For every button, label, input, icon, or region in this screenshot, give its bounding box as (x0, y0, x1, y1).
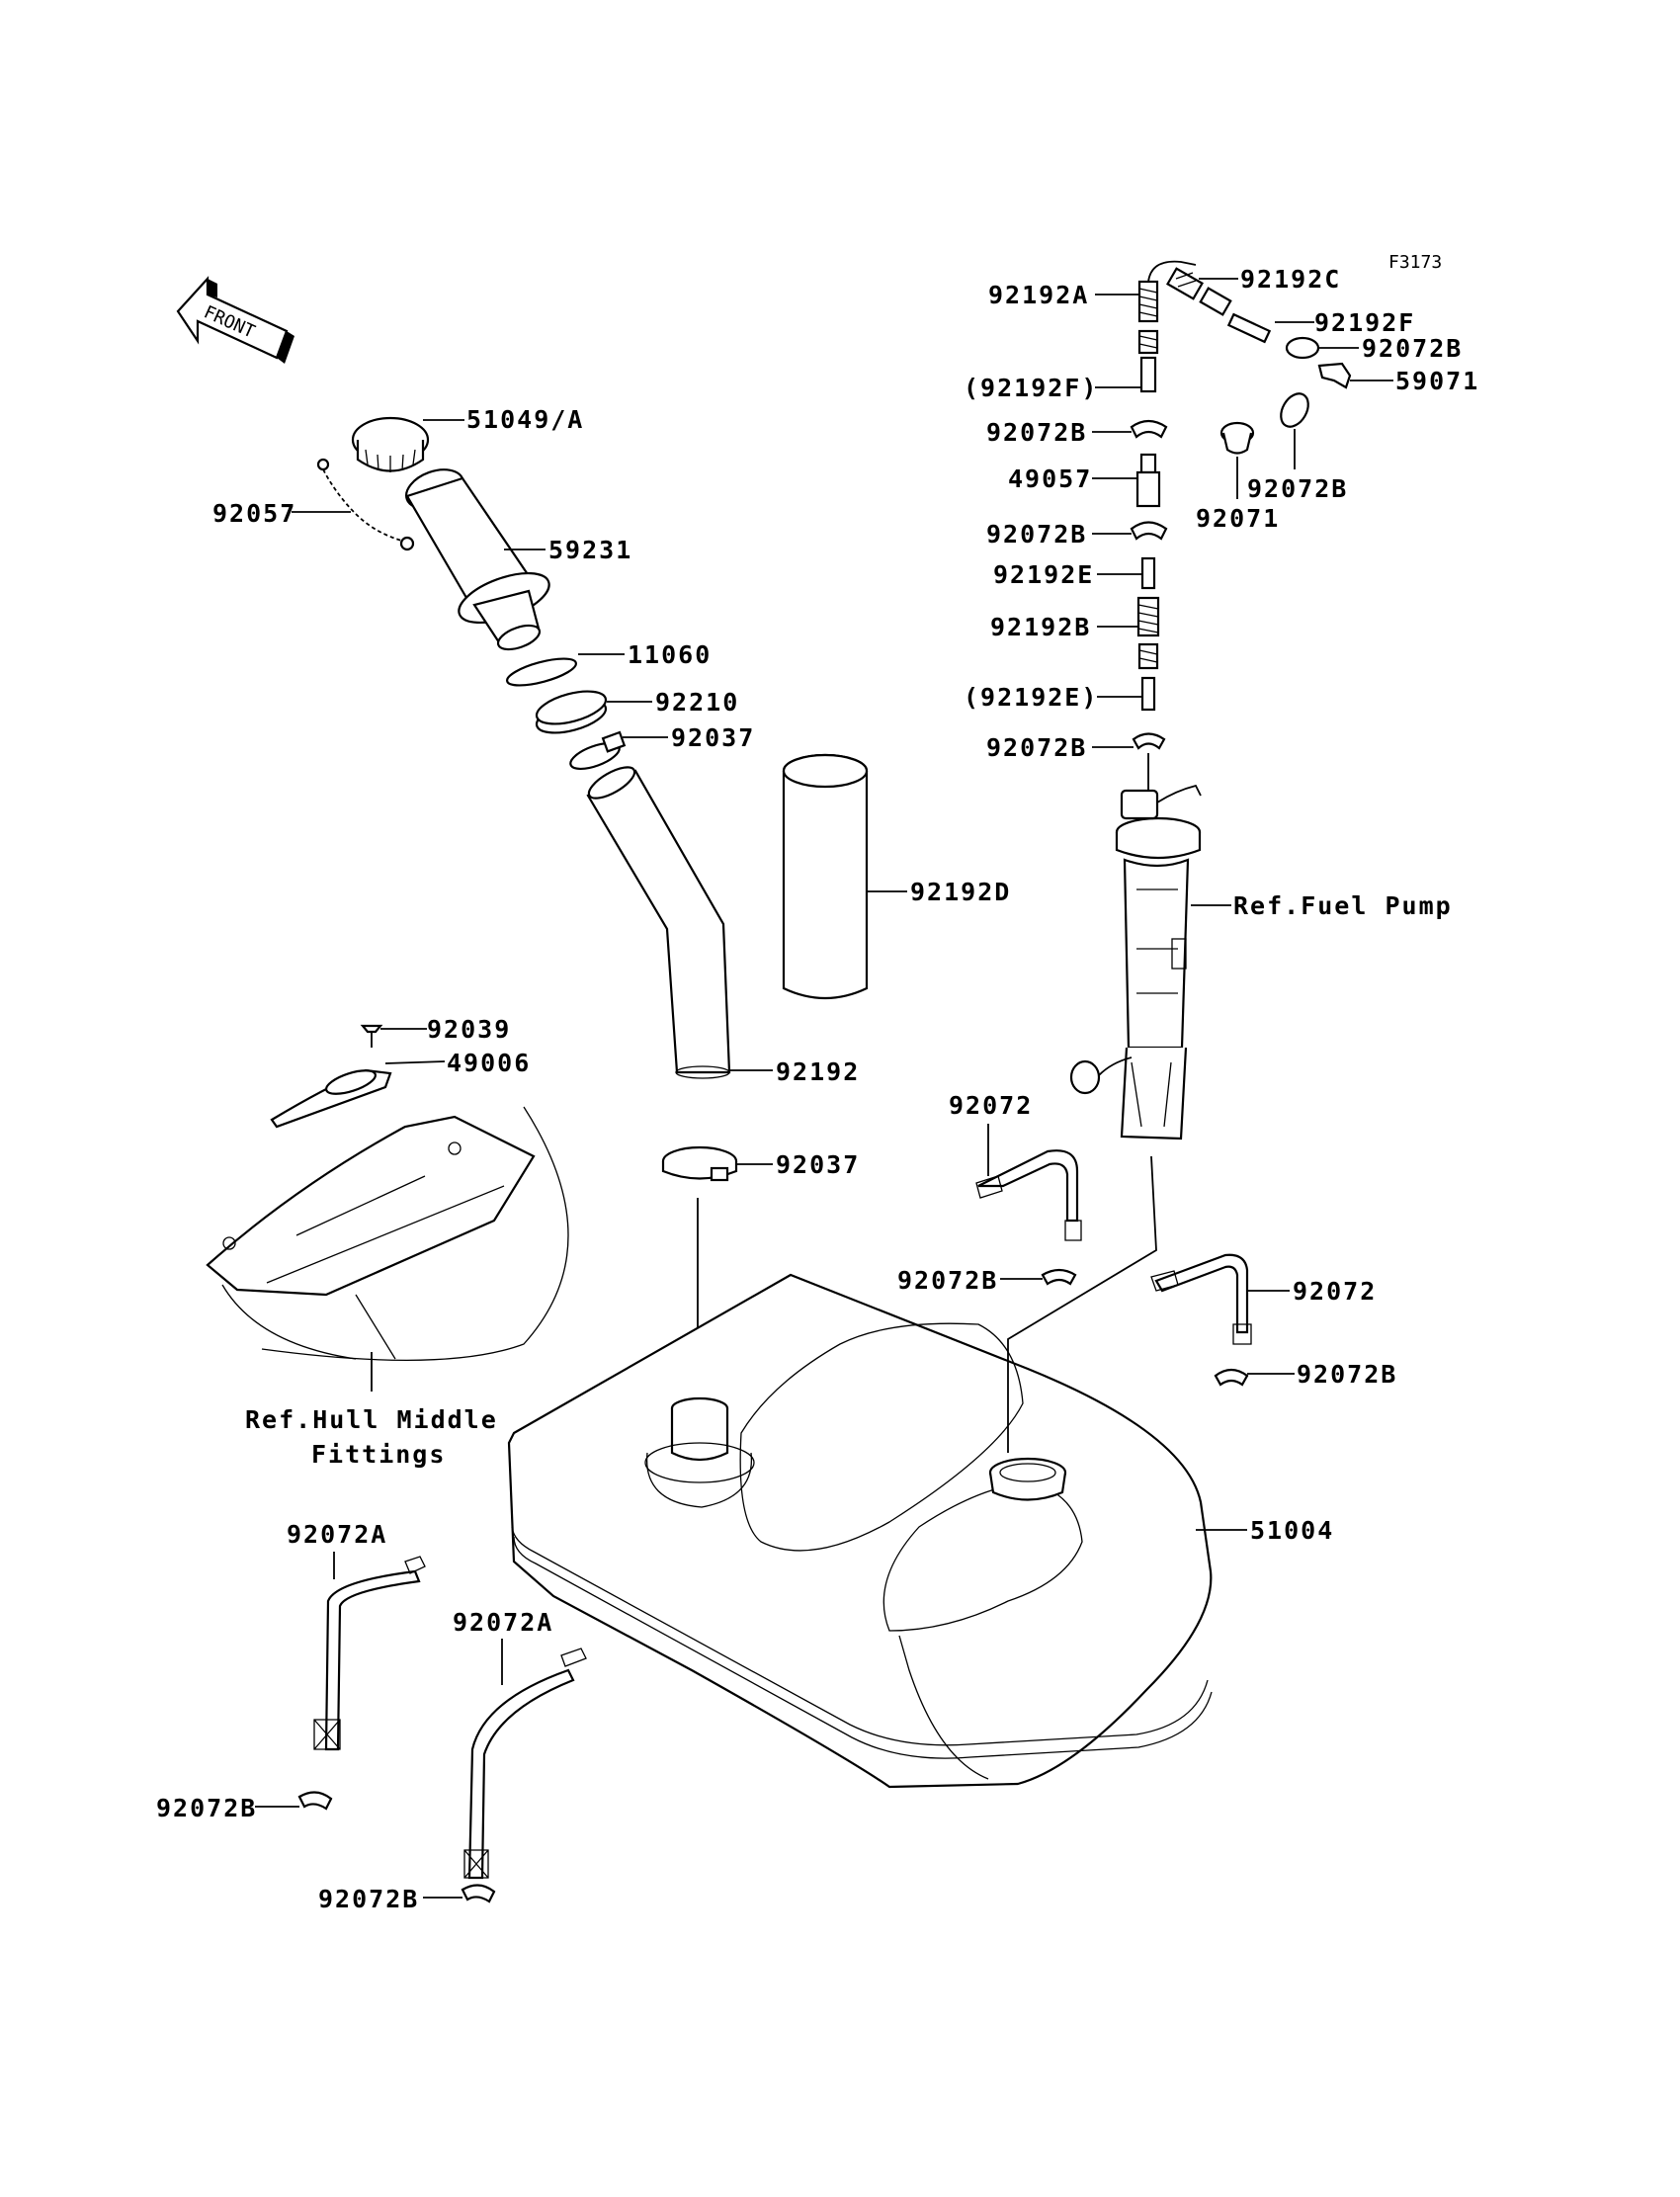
spring-92192A (1137, 260, 1197, 323)
label-59231: 59231 (548, 536, 632, 564)
label-92192E-paren: (92192E) (964, 683, 1098, 712)
label-51004: 51004 (1250, 1516, 1334, 1545)
label-92072-1: 92072 (949, 1091, 1033, 1120)
retaining-nut (535, 690, 608, 734)
label-92072B-r1: 92072B (1362, 334, 1463, 363)
tube-92192E-repeat (1140, 676, 1156, 712)
label-92192d: 92192D (910, 878, 1011, 906)
label-92072B-l1: 92072B (156, 1794, 257, 1822)
hose-clamp-upper (569, 730, 627, 771)
ref-hull-line1: Ref.Hull Middle (245, 1405, 498, 1434)
label-92192C: 92192C (1240, 265, 1341, 294)
label-92037b: 92037 (776, 1150, 860, 1179)
label-92072B-l2: 92072B (318, 1885, 419, 1913)
tube-92192E (1140, 556, 1156, 590)
fuel-cap (351, 416, 430, 472)
fuel-pump (1069, 784, 1202, 1141)
label-92192: 92192 (776, 1057, 860, 1086)
label-92039: 92039 (427, 1015, 511, 1044)
elbow-fitting (1317, 362, 1352, 389)
tank-strap-left-1 (313, 1556, 426, 1751)
filler-hose (586, 766, 731, 1079)
label-92072B-s2: 92072B (986, 520, 1087, 549)
ref-hull-line2: Fittings (311, 1440, 446, 1469)
label-92072A-1: 92072A (287, 1520, 387, 1549)
tether-cord (316, 458, 415, 551)
spring-mid-2 (1137, 642, 1159, 670)
figure-code: F3173 (1388, 252, 1442, 273)
label-92072B-r2: 92072B (1247, 474, 1348, 503)
label-49006: 49006 (447, 1049, 531, 1077)
label-59071: 59071 (1395, 367, 1479, 395)
label-92210: 92210 (655, 688, 739, 717)
label-92071: 92071 (1196, 504, 1280, 533)
label-92072B-s3: 92072B (986, 733, 1087, 762)
gasket-ring (506, 657, 577, 687)
clip-mid (1041, 1268, 1077, 1286)
label-92192E: 92192E (993, 560, 1094, 589)
spring-92192B (1136, 596, 1160, 637)
clip-right-2 (1280, 392, 1309, 428)
leader-49006 (384, 1060, 446, 1064)
label-92037a: 92037 (671, 723, 755, 752)
filler-neck (405, 468, 550, 651)
label-92192B: 92192B (990, 613, 1091, 641)
leader-pump-to-tank (1007, 1155, 1157, 1453)
label-92072A-2: 92072A (453, 1608, 553, 1637)
protective-sleeve (782, 753, 869, 1000)
clip-left-1 (297, 1791, 333, 1811)
label-92192F: 92192F (1314, 308, 1415, 337)
label-11060: 11060 (628, 640, 712, 669)
tank-strap-right (1150, 1253, 1252, 1345)
tube-92192F (1226, 312, 1272, 344)
ref-fuel-pump-label: Ref.Fuel Pump (1233, 891, 1453, 920)
fuel-tank (507, 1273, 1213, 1789)
clip-right-1 (1285, 336, 1320, 360)
label-51049: 51049/A (466, 405, 584, 434)
clip-stack-3 (1132, 732, 1166, 750)
breather-filter (1135, 453, 1161, 508)
hull-fitting-detail (206, 1024, 569, 1361)
spring-mid-1 (1137, 329, 1159, 355)
label-92072B-s1: 92072B (986, 418, 1087, 447)
clip-stack-1 (1130, 419, 1168, 439)
tube-92192F-repeat (1139, 356, 1157, 393)
label-92072B-m: 92072B (897, 1266, 998, 1295)
label-92072-2: 92072 (1293, 1277, 1377, 1306)
tank-strap-mid (975, 1149, 1082, 1241)
label-49057: 49057 (1008, 465, 1092, 493)
tank-strap-left-2 (463, 1648, 587, 1880)
label-92072B-r3: 92072B (1297, 1360, 1397, 1389)
label-92192F-paren: (92192F) (964, 374, 1098, 402)
spring-92192C (1166, 267, 1204, 300)
label-92057: 92057 (212, 499, 296, 528)
check-valve (1219, 421, 1255, 455)
front-arrow-icon: FRONT (176, 276, 294, 364)
spring-small (1199, 287, 1232, 316)
hose-clamp-lower (661, 1145, 738, 1182)
clip-right-3 (1214, 1368, 1249, 1387)
clip-left-2 (461, 1884, 496, 1903)
clip-stack-2 (1130, 521, 1168, 541)
label-92192A: 92192A (988, 281, 1089, 309)
